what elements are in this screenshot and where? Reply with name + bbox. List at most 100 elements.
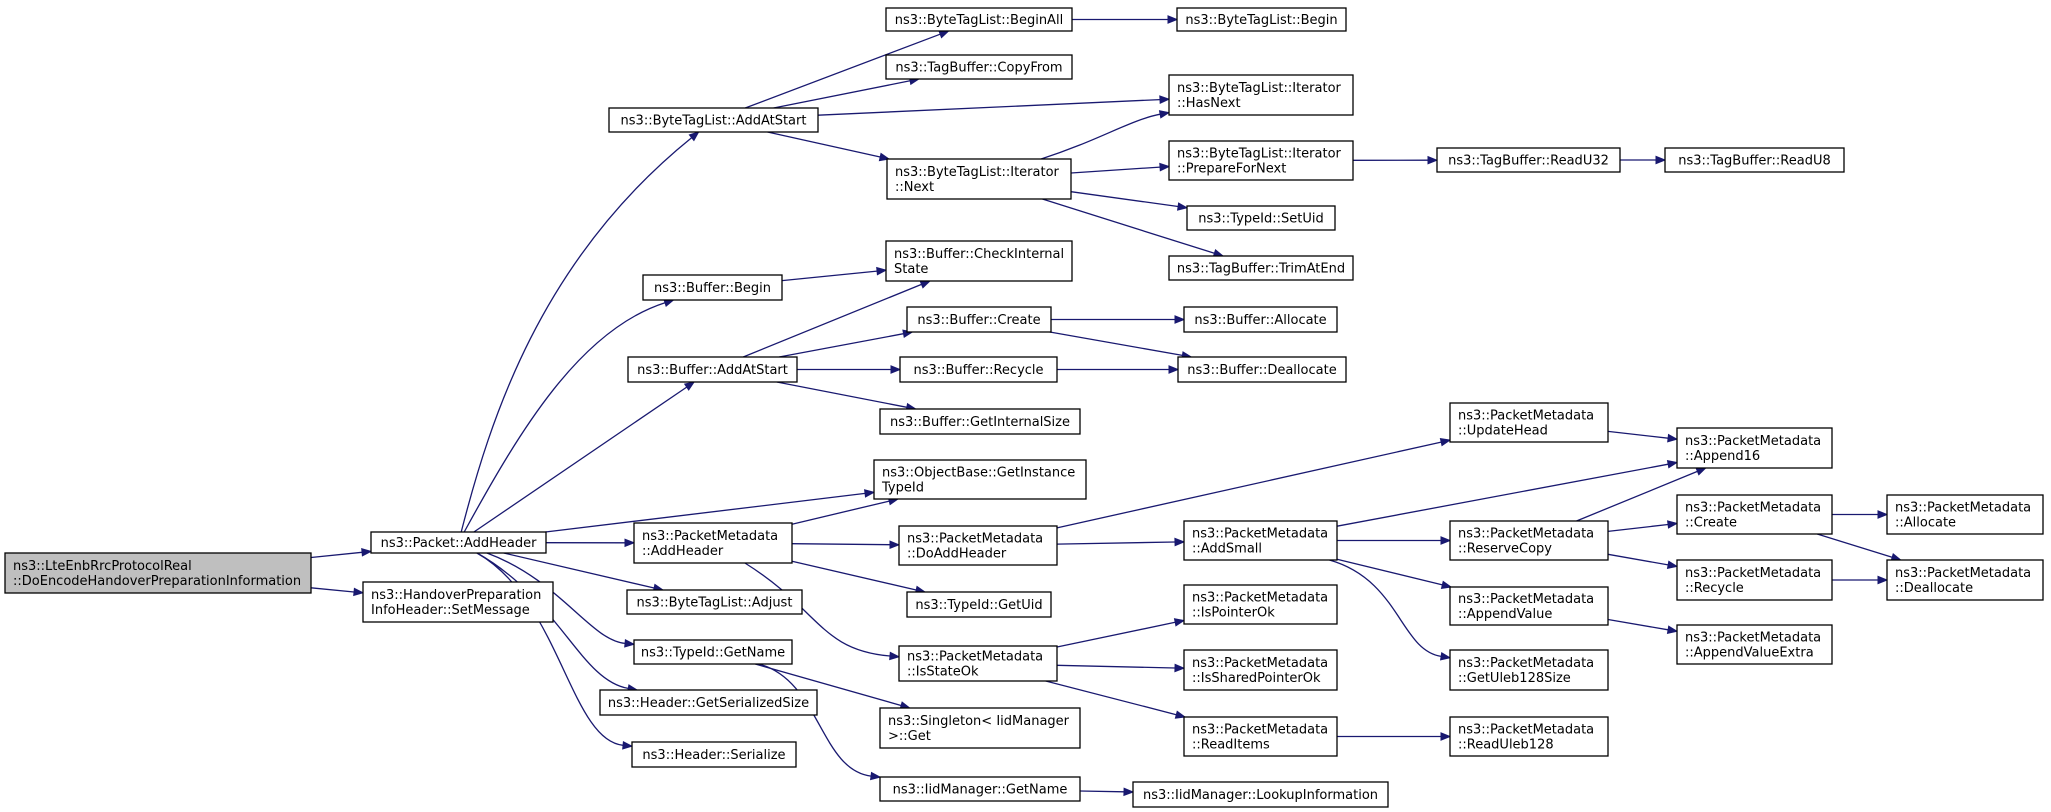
node-pm_recycle[interactable]: ns3::PacketMetadata::Recycle [1676,559,1833,601]
node-it_prepare[interactable]: ns3::ByteTagList::Iterator::PrepareForNe… [1168,140,1354,181]
edge-pm_addheader-to-pm_doaddheader [791,540,901,550]
edge-addheader-to-buf_addatstart [473,381,696,533]
node-box [1186,205,1336,231]
node-buf_allocate[interactable]: ns3::Buffer::Allocate [1183,306,1338,333]
node-tb_trimatend[interactable]: ns3::TagBuffer::TrimAtEnd [1168,255,1354,281]
node-singleton_get[interactable]: ns3::Singleton< IidManager>::Get [879,707,1081,749]
edge-it_prepare-to-tb_readu32 [1352,155,1439,165]
node-addheader[interactable]: ns3::Packet::AddHeader [370,531,547,554]
node-pm_ispointerok[interactable]: ns3::PacketMetadata::IsPointerOk [1183,584,1338,625]
node-it_next[interactable]: ns3::ByteTagList::Iterator::Next [886,158,1072,200]
edge-arrowhead [1123,787,1135,797]
edge-arrowhead [683,381,696,391]
node-it_hasnext[interactable]: ns3::ByteTagList::Iterator::HasNext [1168,74,1354,116]
node-btl_addatstart[interactable]: ns3::ByteTagList::AddAtStart [608,107,819,133]
edge-line [1049,331,1183,357]
node-box [1676,624,1833,665]
node-label: ns3::ByteTagList::BeginAll [895,13,1063,28]
node-box [1177,356,1347,383]
node-btl_begin[interactable]: ns3::ByteTagList::Begin [1176,7,1347,32]
edge-arrowhead [890,365,902,374]
edge-line [744,562,891,657]
node-pm_appendvalueextra[interactable]: ns3::PacketMetadata::AppendValueExtra [1676,624,1833,665]
node-pm_append16[interactable]: ns3::PacketMetadata::Append16 [1676,427,1833,469]
edge-line [545,492,866,533]
edge-line [755,663,902,707]
edge-line [817,98,1161,116]
edge-line [1070,191,1179,208]
edge-pm_addheader-to-ob_getinstance [791,496,900,525]
node-buf_recycle[interactable]: ns3::Buffer::Recycle [899,356,1058,383]
node-label: ns3::PacketMetadata [1458,656,1594,671]
node-pm_deallocate[interactable]: ns3::PacketMetadata::Deallocate [1886,559,2044,601]
node-box [4,552,312,594]
node-setmessage[interactable]: ns3::HandoverPreparationInfoHeader::SetM… [362,581,554,623]
edge-addheader-to-btl_addatstart [460,131,700,533]
node-tid_getuid[interactable]: ns3::TypeId::GetUid [906,591,1052,618]
node-label: ::Append16 [1685,449,1760,464]
edge-iid_getname-to-iid_lookup [1079,787,1135,797]
node-root[interactable]: ns3::LteEnbRrcProtocolReal::DoEncodeHand… [4,552,312,594]
node-box [1886,559,2044,601]
node-pm_readitems[interactable]: ns3::PacketMetadata::ReadItems [1183,716,1338,757]
node-iid_getname[interactable]: ns3::IidManager::GetName [879,776,1081,802]
node-box [906,306,1052,333]
node-label: ns3::ObjectBase::GetInstance [882,466,1075,481]
node-box [1183,584,1338,625]
node-buf_deallocate[interactable]: ns3::Buffer::Deallocate [1177,356,1347,383]
node-pm_getuleb[interactable]: ns3::PacketMetadata::GetUleb128Size [1449,649,1609,691]
edge-it_next-to-it_hasnext [1040,110,1171,160]
edge-buf_create-to-buf_deallocate [1049,331,1193,360]
node-btl_adjust[interactable]: ns3::ByteTagList::Adjust [626,589,803,615]
node-buf_create[interactable]: ns3::Buffer::Create [906,306,1052,333]
node-tid_getname[interactable]: ns3::TypeId::GetName [633,639,793,665]
edge-pm_appendvalue-to-pm_appendvalueextra [1607,618,1679,634]
edge-line [1329,559,1442,658]
edge-line [1045,680,1177,716]
node-label: ::IsPointerOk [1192,606,1275,621]
node-label: ns3::PacketMetadata [1895,501,2031,516]
edge-addheader-to-pm_addheader [545,538,636,548]
node-buf_begin[interactable]: ns3::Buffer::Begin [642,274,783,301]
node-pm_isstateok[interactable]: ns3::PacketMetadata::IsStateOk [898,645,1058,682]
node-iid_lookup[interactable]: ns3::IidManager::LookupInformation [1132,781,1389,808]
node-label: ns3::TypeId::GetName [641,646,785,661]
node-pm_doaddheader[interactable]: ns3::PacketMetadata::DoAddHeader [898,525,1058,566]
edge-addheader-to-hdr_serialize [476,552,634,750]
node-tb_copyfrom[interactable]: ns3::TagBuffer::CopyFrom [885,54,1073,80]
node-hdr_serialize[interactable]: ns3::Header::Serialize [631,741,797,768]
node-label: ns3::PacketMetadata [1192,591,1328,606]
node-buf_getinternalsize[interactable]: ns3::Buffer::GetInternalSize [879,408,1081,435]
node-label: ns3::PacketMetadata [1458,527,1594,542]
node-tid_setuid[interactable]: ns3::TypeId::SetUid [1186,205,1336,231]
edge-btl_beginall-to-btl_begin [1072,15,1179,24]
node-pm_readuleb[interactable]: ns3::PacketMetadata::ReadUleb128 [1449,716,1609,757]
node-label: ns3::PacketMetadata [1685,434,1821,449]
edge-arrowhead [1159,95,1171,104]
node-pm_updatehead[interactable]: ns3::PacketMetadata::UpdateHead [1449,402,1609,443]
node-pm_allocate[interactable]: ns3::PacketMetadata::Allocate [1886,494,2044,535]
edge-line [1817,533,1893,558]
node-label: ns3::PacketMetadata [907,650,1043,665]
node-buf_addatstart[interactable]: ns3::Buffer::AddAtStart [627,356,798,383]
node-pm_create[interactable]: ns3::PacketMetadata::Create [1676,494,1833,535]
node-pm_issharedpointerok[interactable]: ns3::PacketMetadata::IsSharedPointerOk [1183,649,1338,691]
node-pm_addheader[interactable]: ns3::PacketMetadata::AddHeader [633,522,793,564]
node-label: ::UpdateHead [1458,424,1548,439]
edge-line [767,131,881,158]
edge-arrowhead [688,131,700,142]
edge-pm_doaddheader-to-pm_addsmall [1056,537,1186,547]
edge-line [1056,664,1176,669]
node-pm_reservecopy[interactable]: ns3::PacketMetadata::ReserveCopy [1449,520,1609,561]
node-tb_readu32[interactable]: ns3::TagBuffer::ReadU32 [1436,147,1621,173]
node-box [633,639,793,665]
edge-buf_begin-to-buf_checkinternal [781,266,888,282]
node-btl_beginall[interactable]: ns3::ByteTagList::BeginAll [885,7,1073,32]
node-hdr_getserializedsize[interactable]: ns3::Header::GetSerializedSize [599,689,818,716]
node-tb_readu8[interactable]: ns3::TagBuffer::ReadU8 [1664,147,1845,173]
node-pm_addsmall[interactable]: ns3::PacketMetadata::AddSmall [1183,520,1338,561]
node-label: ns3::Buffer::Recycle [913,363,1043,378]
node-pm_appendvalue[interactable]: ns3::PacketMetadata::AppendValue [1449,586,1609,626]
